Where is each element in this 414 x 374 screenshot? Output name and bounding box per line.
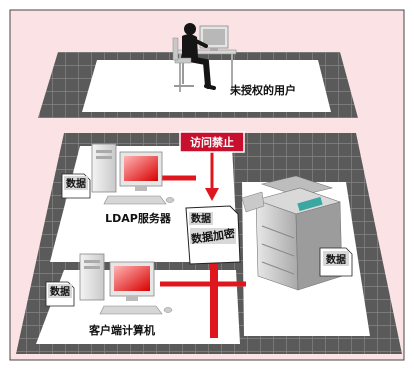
document-icon <box>45 281 75 307</box>
document-icon <box>319 247 353 277</box>
central-data-label: 数据 <box>191 212 211 225</box>
ldap-data-label: 数据 <box>66 177 86 190</box>
document-icon <box>185 205 241 265</box>
unauthorized-user-label: 未授权的用户 <box>229 83 296 97</box>
ldap-server-computer-icon <box>91 143 175 205</box>
access-forbidden-box <box>179 131 245 153</box>
client-computer-label: 客户端计算机 <box>88 323 155 337</box>
data-encryption-label: 数据加密 <box>190 226 236 246</box>
user-at-desk-icon <box>172 23 237 92</box>
network-lines <box>160 150 246 338</box>
mfp-data-label: 数据 <box>326 253 346 266</box>
mfp-printer-icon <box>241 175 343 291</box>
ldap-server-label: LDAP服务器 <box>105 211 172 225</box>
access-forbidden-label: 访问禁止 <box>190 135 234 149</box>
client-data-label: 数据 <box>50 285 70 298</box>
client-computer-icon <box>79 253 173 315</box>
document-icon <box>61 173 91 199</box>
arrow-down-icon <box>205 188 219 201</box>
